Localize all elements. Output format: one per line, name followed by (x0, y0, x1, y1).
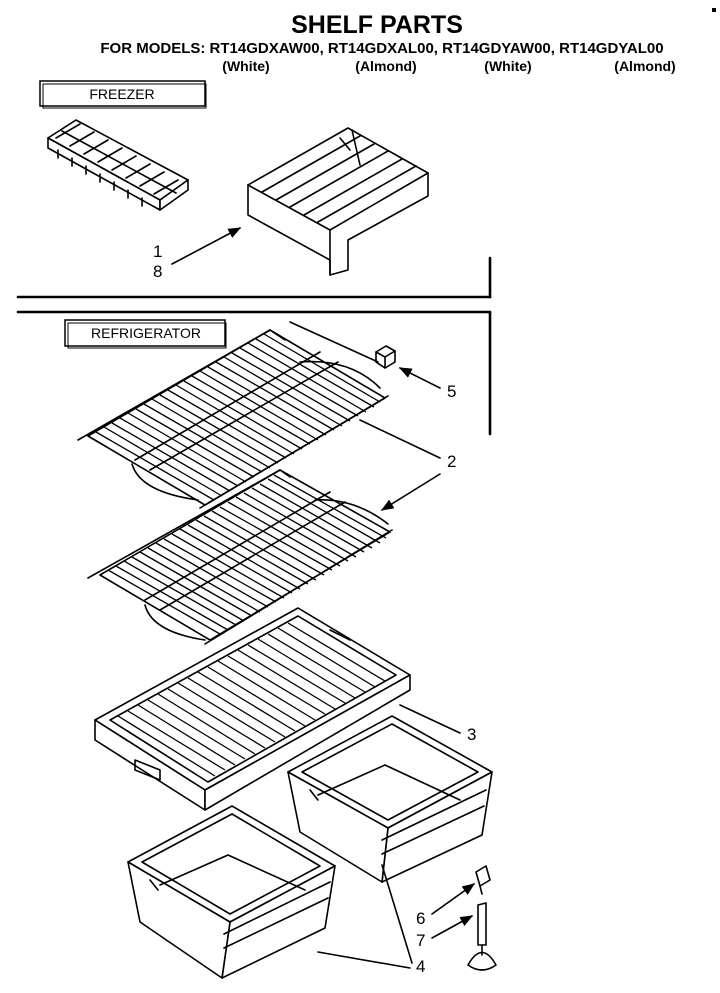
callout-line-4b (317, 951, 411, 969)
callout-arrow-7 (431, 915, 474, 939)
callout-6: 6 (416, 909, 425, 928)
callout-5: 5 (447, 382, 456, 401)
refrigerator-label-box: REFRIGERATOR (64, 319, 227, 349)
callout-3: 3 (467, 725, 476, 744)
model-color-3: (White) (484, 58, 531, 74)
model-color-2: (Almond) (355, 58, 416, 74)
callout-7: 7 (416, 931, 425, 950)
callout-arrow-2b (380, 473, 441, 511)
callout-line-2a (359, 419, 441, 459)
crisper-cover (94, 607, 411, 811)
model-color-1: (White) (222, 58, 269, 74)
ice-cube-tray (47, 119, 189, 211)
crisper-drawer-left (127, 805, 336, 979)
callout-arrow-6 (431, 883, 476, 915)
corner-mark (712, 8, 716, 12)
roller-part-6 (475, 865, 491, 895)
page-title: SHELF PARTS (291, 11, 463, 39)
callout-4: 4 (416, 957, 425, 976)
callout-2: 2 (447, 452, 456, 471)
callout-8: 8 (153, 262, 162, 281)
freezer-label-box: FREEZER (39, 80, 207, 109)
wire-shelf-upper (77, 329, 389, 509)
refrigerator-label: REFRIGERATOR (91, 325, 201, 341)
models-line: FOR MODELS: RT14GDXAW00, RT14GDXAL00, RT… (100, 40, 663, 57)
callout-line-4a (381, 864, 413, 964)
freezer-shelf (247, 127, 429, 276)
shelf-clip (289, 321, 396, 369)
callout-line-3 (399, 704, 461, 734)
freezer-label: FREEZER (89, 86, 154, 102)
roller-part-7 (467, 902, 497, 971)
callout-arrow-8 (171, 227, 242, 265)
callout-arrow-5 (398, 367, 441, 389)
section-divider (16, 256, 492, 436)
crisper-drawer-right (287, 715, 493, 883)
wire-shelf-lower (87, 469, 393, 645)
model-color-4: (Almond) (614, 58, 675, 74)
callout-1: 1 (153, 242, 162, 261)
